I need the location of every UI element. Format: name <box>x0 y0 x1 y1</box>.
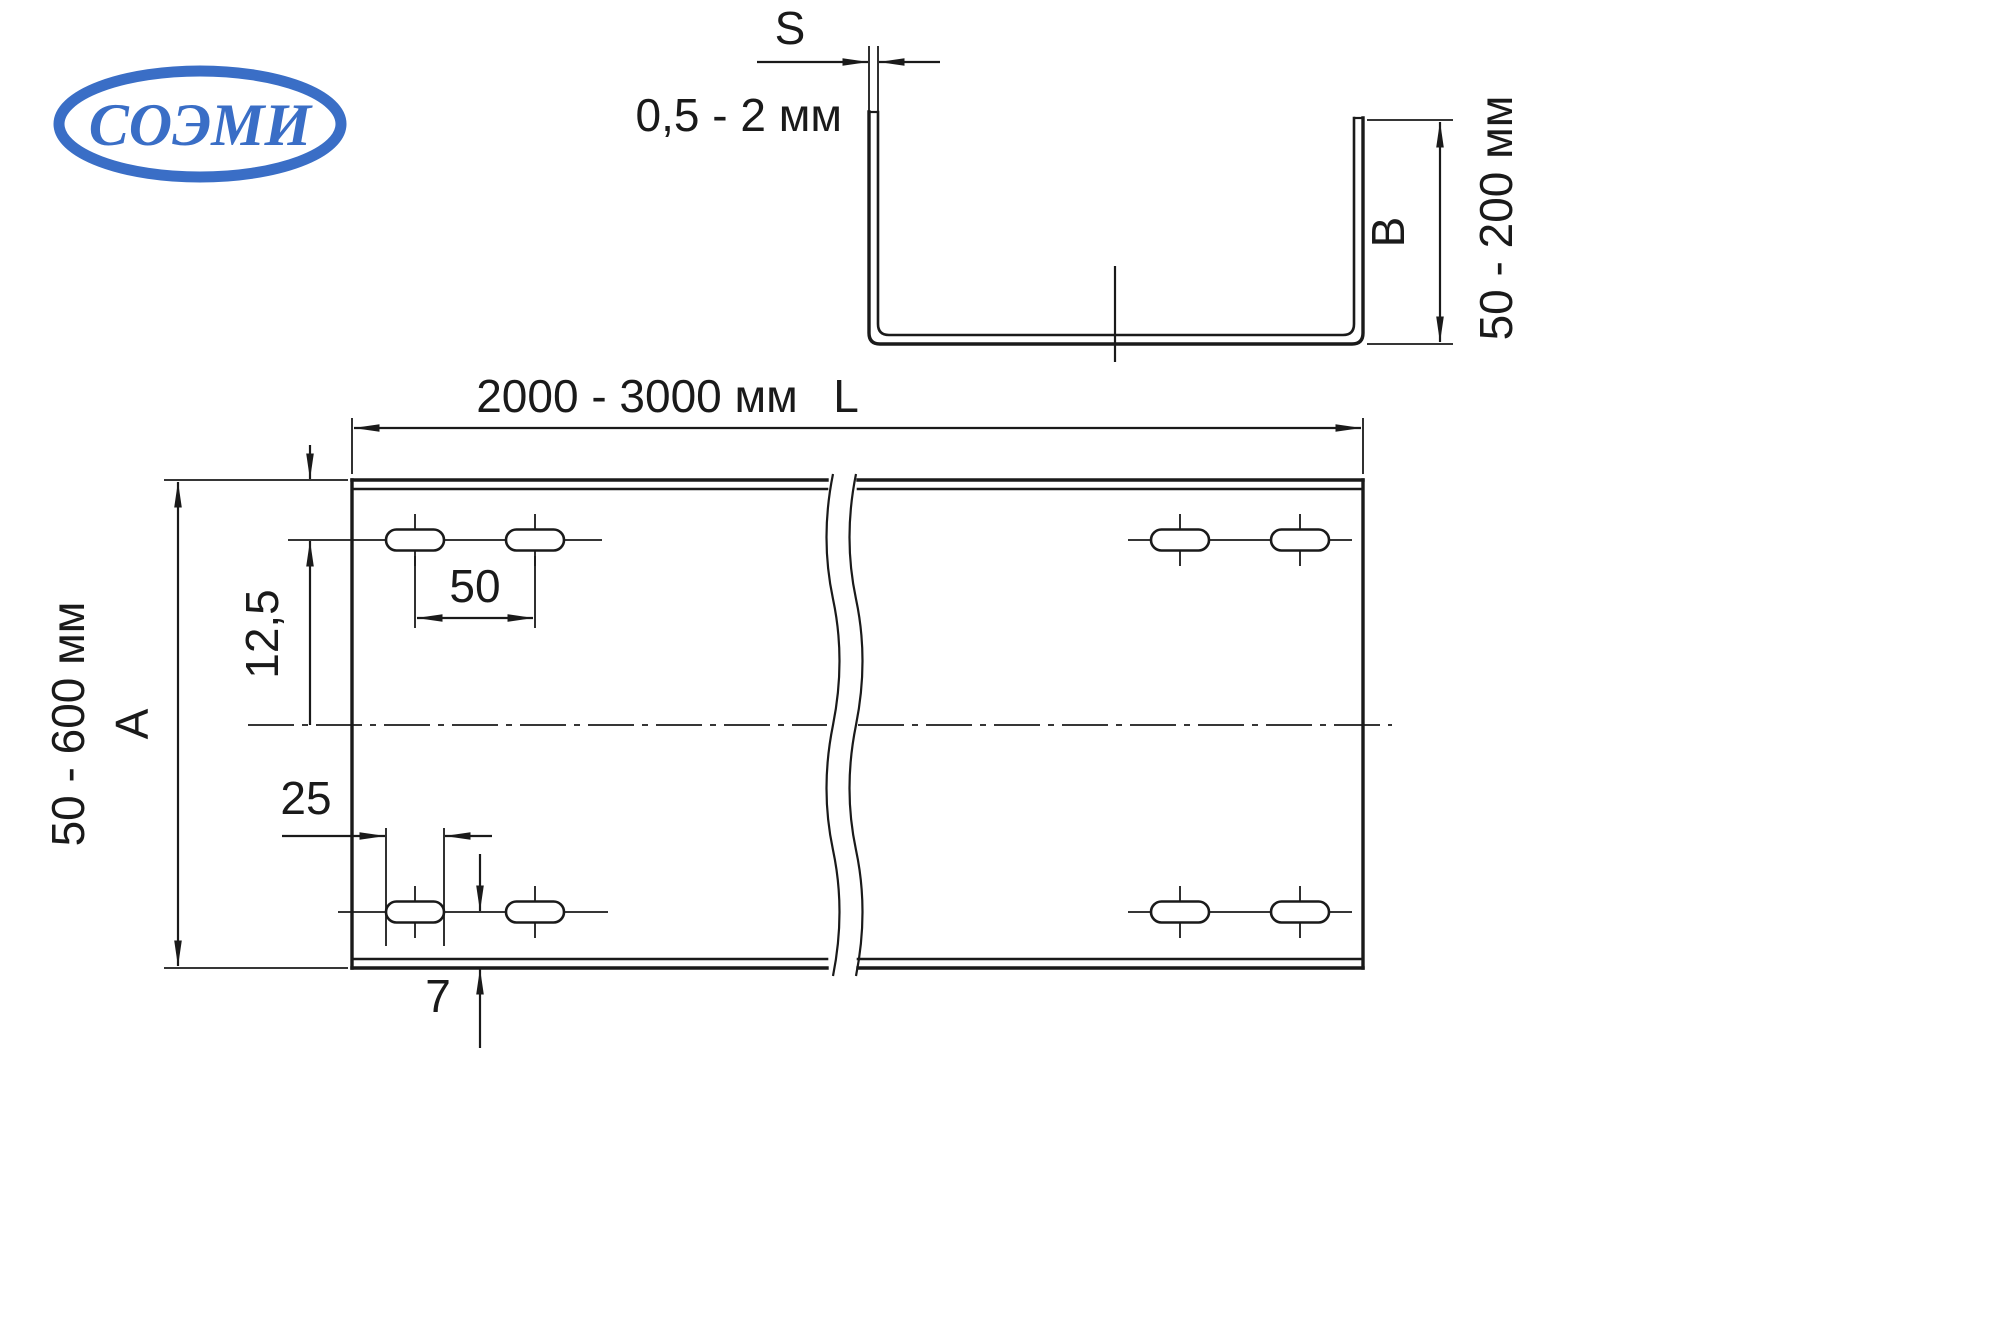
row-offset-dimension: 12,5 <box>236 445 314 725</box>
thickness-range-label: 0,5 - 2 мм <box>636 89 842 141</box>
slot-hole <box>504 528 566 552</box>
slot-pitch-label: 50 <box>449 560 500 612</box>
logo-ellipse <box>53 65 347 183</box>
slotted-holes <box>384 528 1331 924</box>
plan-view: 2000 - 3000 мм L A 50 - 600 мм 50 12,5 <box>42 370 1392 1048</box>
part-outline <box>350 473 1365 977</box>
edge-offset-label: 7 <box>425 970 451 1022</box>
length-letter: L <box>833 370 859 422</box>
height-dimension: B 50 - 200 мм <box>1362 96 1522 345</box>
thickness-letter: S <box>775 2 806 54</box>
logo-text: СОЭМИ <box>89 92 314 158</box>
height-range-label: 50 - 200 мм <box>1470 96 1522 341</box>
thickness-dimension: S 0,5 - 2 мм <box>636 2 940 141</box>
length-dimension: 2000 - 3000 мм L <box>351 370 1364 474</box>
slot-pitch-dimension: 50 <box>414 556 536 628</box>
break-line-right <box>848 473 864 977</box>
slot-length-dimension: 25 <box>280 772 492 946</box>
cross-section-view: S 0,5 - 2 мм B 50 - 200 мм <box>636 2 1522 362</box>
width-range-label: 50 - 600 мм <box>42 602 94 847</box>
slot-hole <box>1269 528 1331 552</box>
slot-hole <box>384 900 446 924</box>
length-range-label: 2000 - 3000 мм <box>476 370 798 422</box>
break-line-left <box>825 473 841 977</box>
slot-hole <box>1149 528 1211 552</box>
slot-hole <box>1269 900 1331 924</box>
logo: СОЭМИ <box>53 65 347 183</box>
width-dimension: A 50 - 600 мм <box>42 479 348 969</box>
height-letter: B <box>1362 217 1414 248</box>
slot-length-label: 25 <box>280 772 331 824</box>
slot-hole <box>1149 900 1211 924</box>
edge-offset-dimension: 7 <box>425 854 484 1048</box>
slot-hole <box>504 900 566 924</box>
slot-hole <box>384 528 446 552</box>
slot-centerlines <box>288 514 1352 938</box>
width-letter: A <box>106 708 158 739</box>
row-offset-label: 12,5 <box>236 589 288 679</box>
